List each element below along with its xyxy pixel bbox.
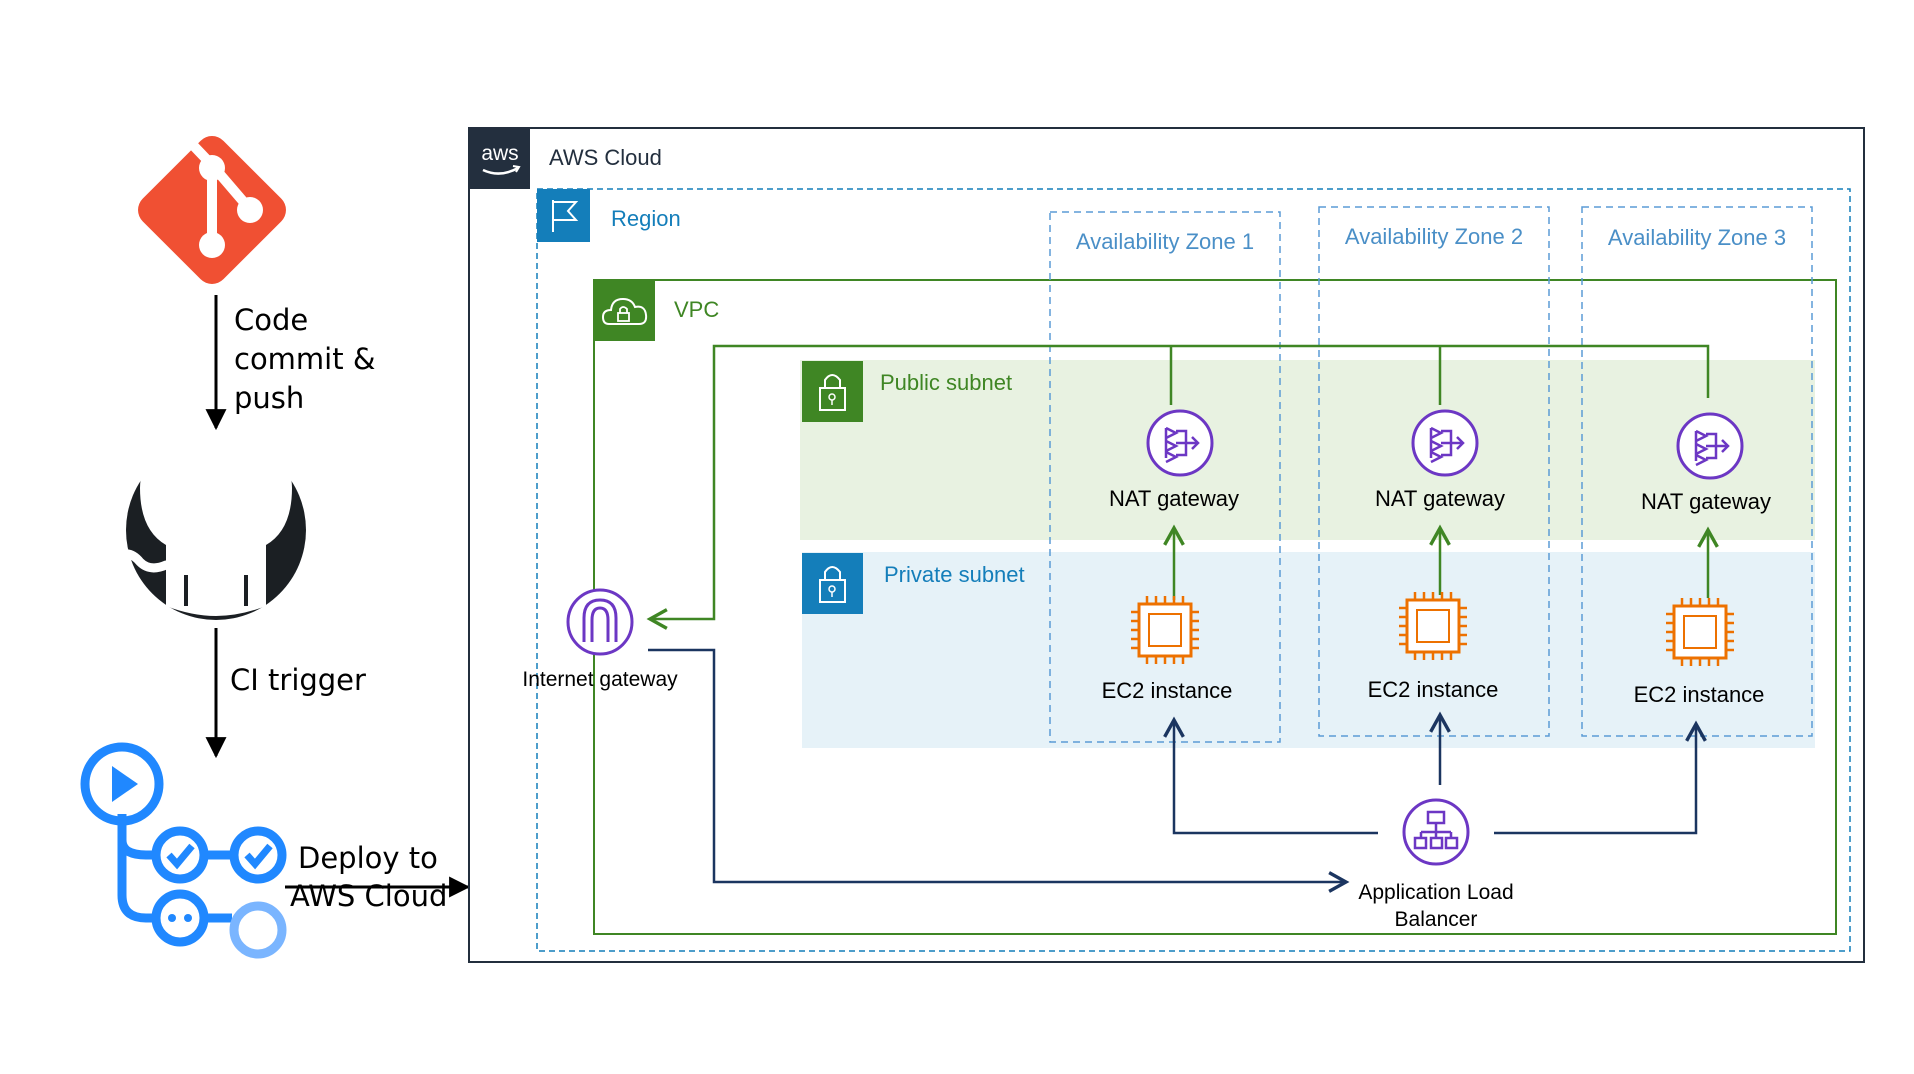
ec2-instance-label-1: EC2 instance xyxy=(1102,678,1233,703)
region-container xyxy=(536,188,1851,952)
nat-gateway-icon-1 xyxy=(1146,409,1214,477)
ec2-instance-icon-2 xyxy=(1399,592,1467,660)
alb-label-line2: Balancer xyxy=(1395,908,1478,931)
deploy-label-line2: AWS Cloud xyxy=(290,879,447,913)
alb-label-line1: Application Load xyxy=(1358,881,1513,904)
nat-to-igw-route xyxy=(646,344,1710,630)
vpc-cloud-icon xyxy=(594,280,655,341)
availability-zone-1 xyxy=(1049,211,1281,743)
ec2-instance-icon-1 xyxy=(1131,596,1199,664)
vpc-title: VPC xyxy=(674,297,719,322)
git-to-github-label-line2: commit & xyxy=(234,342,375,376)
region-flag-icon xyxy=(537,189,590,242)
availability-zone-2-title: Availability Zone 2 xyxy=(1345,224,1523,249)
aws-logo-icon: aws xyxy=(469,128,530,189)
nat-gateway-label-1: NAT gateway xyxy=(1109,486,1239,511)
github-actions-icon xyxy=(80,742,287,959)
nat-gateway-label-2: NAT gateway xyxy=(1375,486,1505,511)
nat-gateway-icon-3 xyxy=(1676,412,1744,480)
github-to-actions-label: CI trigger xyxy=(230,663,366,697)
git-logo-icon xyxy=(138,136,286,284)
ec2-instance-icon-3 xyxy=(1666,598,1734,666)
git-to-github-label-line1: Code xyxy=(234,303,308,337)
public-subnet-title: Public subnet xyxy=(880,370,1012,395)
nat-gateway-label-3: NAT gateway xyxy=(1641,489,1771,514)
aws-cloud-title: AWS Cloud xyxy=(549,145,662,170)
internet-gateway-icon xyxy=(566,588,634,656)
private-subnet-lock-icon xyxy=(802,553,863,614)
availability-zone-2 xyxy=(1318,206,1550,737)
availability-zone-3 xyxy=(1581,206,1813,737)
igw-to-alb-route xyxy=(648,648,1350,893)
github-logo-icon xyxy=(117,424,306,620)
alb-to-ec2-route-3 xyxy=(1494,720,1707,835)
svg-text:aws: aws xyxy=(481,142,518,165)
private-subnet-title: Private subnet xyxy=(884,562,1025,587)
public-subnet xyxy=(800,360,1815,540)
ec2-instance-label-2: EC2 instance xyxy=(1368,677,1499,702)
internet-gateway-label: Internet gateway xyxy=(522,668,678,691)
region-title: Region xyxy=(611,206,681,231)
nat-gateway-icon-2 xyxy=(1411,409,1479,477)
private-subnet xyxy=(802,552,1815,748)
alb-to-ec2-route-1 xyxy=(1163,716,1378,835)
deploy-label-line1: Deploy to xyxy=(298,841,438,875)
git-to-github-label-line3: push xyxy=(234,381,304,415)
public-subnet-lock-icon xyxy=(802,361,863,422)
availability-zone-3-title: Availability Zone 3 xyxy=(1608,225,1786,250)
availability-zone-1-title: Availability Zone 1 xyxy=(1076,229,1254,254)
ec2-instance-label-3: EC2 instance xyxy=(1634,682,1765,707)
application-load-balancer-icon xyxy=(1402,798,1470,866)
